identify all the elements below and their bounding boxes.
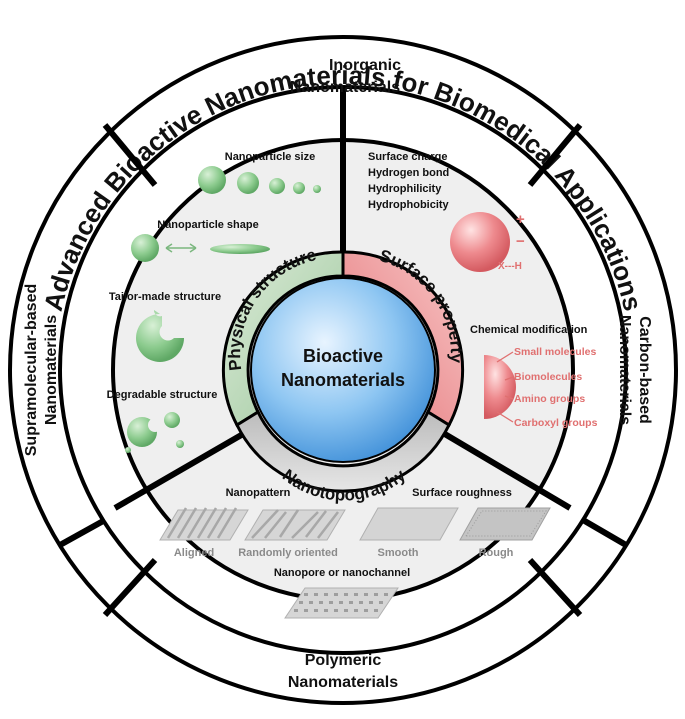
rough-surface: [459, 507, 551, 541]
carbon-label-1: Carbon-based: [636, 316, 653, 424]
surface-roughness-label: Surface roughness: [412, 487, 512, 499]
nanoparticle-shape-figures: [131, 234, 270, 262]
surface-prop-3: Hydrophilicity: [368, 183, 442, 195]
supramolecular-label-1: Supramolecular-based: [23, 284, 40, 457]
plus-sign: +: [516, 211, 525, 228]
modification-links: [496, 351, 514, 423]
modified-hemisphere: [484, 355, 516, 419]
aligned-pattern: [159, 507, 249, 541]
random-pattern: [244, 509, 346, 541]
smooth-label: Smooth: [378, 547, 419, 559]
polymeric-label-1: Polymeric: [305, 652, 382, 669]
randomly-oriented-label: Randomly oriented: [238, 547, 338, 559]
charged-sphere: [450, 212, 510, 272]
nanoparticle-size-spheres: [198, 166, 321, 194]
group-amino: Amino groups: [514, 393, 585, 405]
nanopore-surface: [284, 587, 399, 619]
surface-prop-1: Surface charge: [368, 151, 447, 163]
smooth-surface: [359, 507, 459, 541]
tailor-made-particle: [136, 310, 184, 362]
section-dividers: [58, 87, 628, 618]
nanoparticle-shape-label: Nanoparticle shape: [157, 219, 258, 231]
group-biomolecules: Biomolecules: [514, 371, 582, 383]
carbon-label-2: Nanomaterials: [616, 315, 633, 425]
nanotopography-sector: [235, 409, 451, 493]
aligned-label: Aligned: [174, 547, 214, 559]
group-small-molecules: Small molecules: [514, 346, 596, 358]
tailor-made-structure-label: Tailor-made structure: [109, 291, 221, 303]
center-sphere: [250, 277, 436, 463]
inorganic-label-2: Nanomaterials: [290, 79, 400, 96]
degradable-structure-label: Degradable structure: [107, 389, 218, 401]
surface-prop-4: Hydrophobicity: [368, 199, 450, 211]
surface-prop-2: Hydrogen bond: [368, 167, 449, 179]
hydrogen-bond-label: X---H: [498, 261, 522, 272]
supramolecular-label-2: Nanomaterials: [43, 315, 60, 425]
chemical-modification-label: Chemical modification: [470, 324, 588, 336]
nanopore-label: Nanopore or nanochannel: [274, 567, 410, 579]
center-label-line2: Nanomaterials: [281, 370, 405, 390]
group-carboxyl: Carboxyl groups: [514, 417, 598, 429]
inorganic-label-1: Inorganic: [329, 57, 401, 74]
degradable-particles: [125, 412, 184, 453]
polymeric-label-2: Nanomaterials: [288, 674, 398, 691]
nanoparticle-size-label: Nanoparticle size: [225, 151, 315, 163]
minus-sign: −: [516, 233, 525, 250]
nanopattern-label: Nanopattern: [226, 487, 291, 499]
center-label-line1: Bioactive: [303, 346, 383, 366]
rough-label: Rough: [479, 547, 514, 559]
